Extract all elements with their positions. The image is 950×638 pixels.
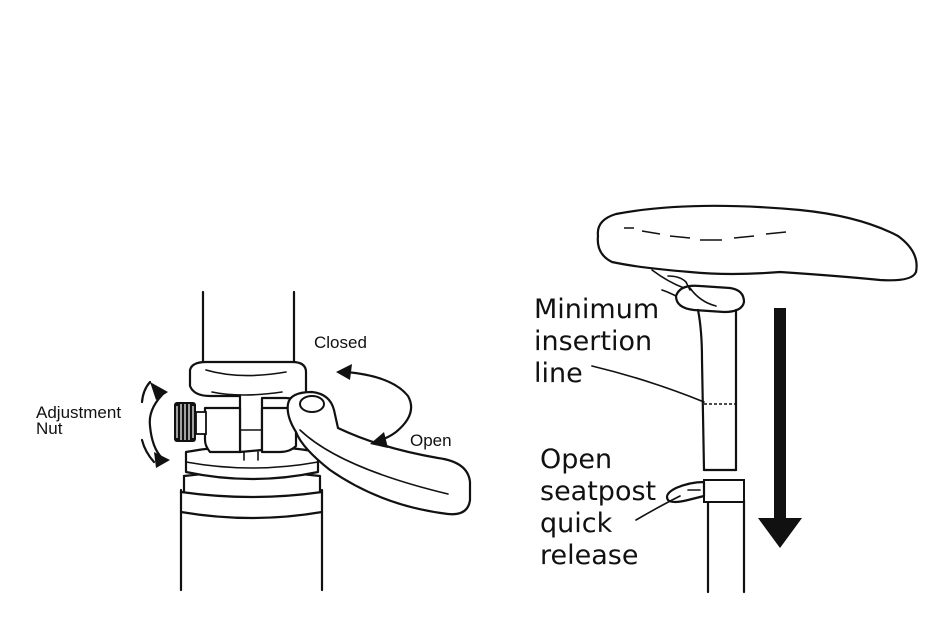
right-seatpost-diagram: Minimum insertion line Open seatpost qui… — [534, 206, 917, 592]
minimum-insertion-leader — [592, 366, 704, 402]
adjustment-rotation-arrows — [142, 382, 170, 468]
minimum-label-line3: line — [534, 358, 583, 389]
seatpost — [698, 310, 736, 470]
open-label: Open — [410, 431, 452, 450]
release-label-line2: seatpost — [540, 476, 656, 507]
left-clamp-diagram: Adjustment Nut Closed Open — [36, 292, 470, 590]
minimum-label-line2: insertion — [534, 326, 652, 357]
frame-tube-lower — [708, 500, 744, 592]
release-label-line3: quick — [540, 508, 613, 539]
seatpost-quick-release — [667, 480, 744, 502]
saddle — [598, 206, 917, 288]
seatpost-head — [662, 276, 744, 312]
adjustment-label-line2: Nut — [36, 419, 63, 438]
closed-label: Closed — [314, 333, 367, 352]
insert-direction-arrow — [758, 308, 802, 548]
release-label-line4: release — [540, 540, 638, 571]
frame-seat-tube — [181, 472, 322, 590]
seatpost-upper — [203, 292, 294, 372]
minimum-label-line1: Minimum — [534, 294, 659, 325]
adjustment-nut — [174, 402, 206, 442]
quick-release-lever — [288, 392, 470, 514]
release-label-line1: Open — [540, 444, 612, 475]
